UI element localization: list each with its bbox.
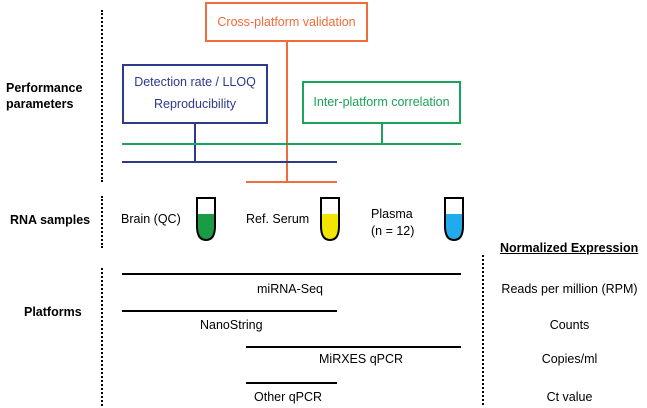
orange-stem	[286, 42, 288, 182]
other-qpcr-line	[246, 382, 337, 384]
cross-platform-validation-box: Cross-platform validation	[205, 2, 368, 42]
unit-copies-ml: Copies/ml	[541, 352, 598, 366]
left-dotted-divider-bottom	[101, 268, 103, 406]
detection-reproducibility-box: Detection rate / LLOQ Reproducibility	[122, 64, 268, 124]
unit-counts: Counts	[549, 318, 590, 332]
mirna-seq-line	[122, 273, 461, 275]
mirna-seq-label: miRNA-Seq	[257, 282, 323, 296]
navy-baseline	[122, 161, 337, 163]
blue-tube-icon	[444, 197, 464, 242]
sample-brain-label: Brain (QC)	[121, 212, 181, 226]
unit-rpm: Reads per million (RPM)	[501, 282, 638, 296]
left-dotted-divider-middle	[101, 196, 103, 248]
nanostring-line	[122, 310, 337, 312]
yellow-tube-icon	[320, 197, 340, 242]
rna-samples-label: RNA samples	[10, 213, 91, 227]
mirxes-qpcr-label: MiRXES qPCR	[319, 352, 404, 366]
green-tube-icon	[196, 197, 216, 242]
platforms-label: Platforms	[24, 305, 82, 319]
unit-ct-value: Ct value	[546, 390, 593, 404]
sample-ref-serum-label: Ref. Serum	[246, 212, 310, 226]
cross-platform-validation-label: Cross-platform validation	[217, 15, 356, 29]
nanostring-label: NanoString	[200, 318, 263, 332]
inter-platform-correlation-label: Inter-platform correlation	[313, 95, 450, 109]
normalized-expression-header: Normalized Expression	[500, 241, 639, 255]
sample-plasma-label: Plasma (n = 12)	[371, 207, 415, 238]
orange-baseline	[246, 181, 337, 183]
detection-rate-label: Detection rate / LLOQ	[134, 75, 256, 89]
performance-parameters-label: Performance parameters	[6, 81, 83, 111]
left-dotted-divider-top	[101, 10, 103, 182]
reproducibility-label: Reproducibility	[154, 96, 236, 111]
green-baseline	[122, 143, 461, 145]
mirxes-qpcr-line	[246, 346, 461, 348]
inter-platform-correlation-box: Inter-platform correlation	[302, 81, 461, 124]
right-dotted-divider	[482, 255, 484, 405]
other-qpcr-label: Other qPCR	[254, 390, 323, 404]
green-stem	[381, 124, 383, 144]
